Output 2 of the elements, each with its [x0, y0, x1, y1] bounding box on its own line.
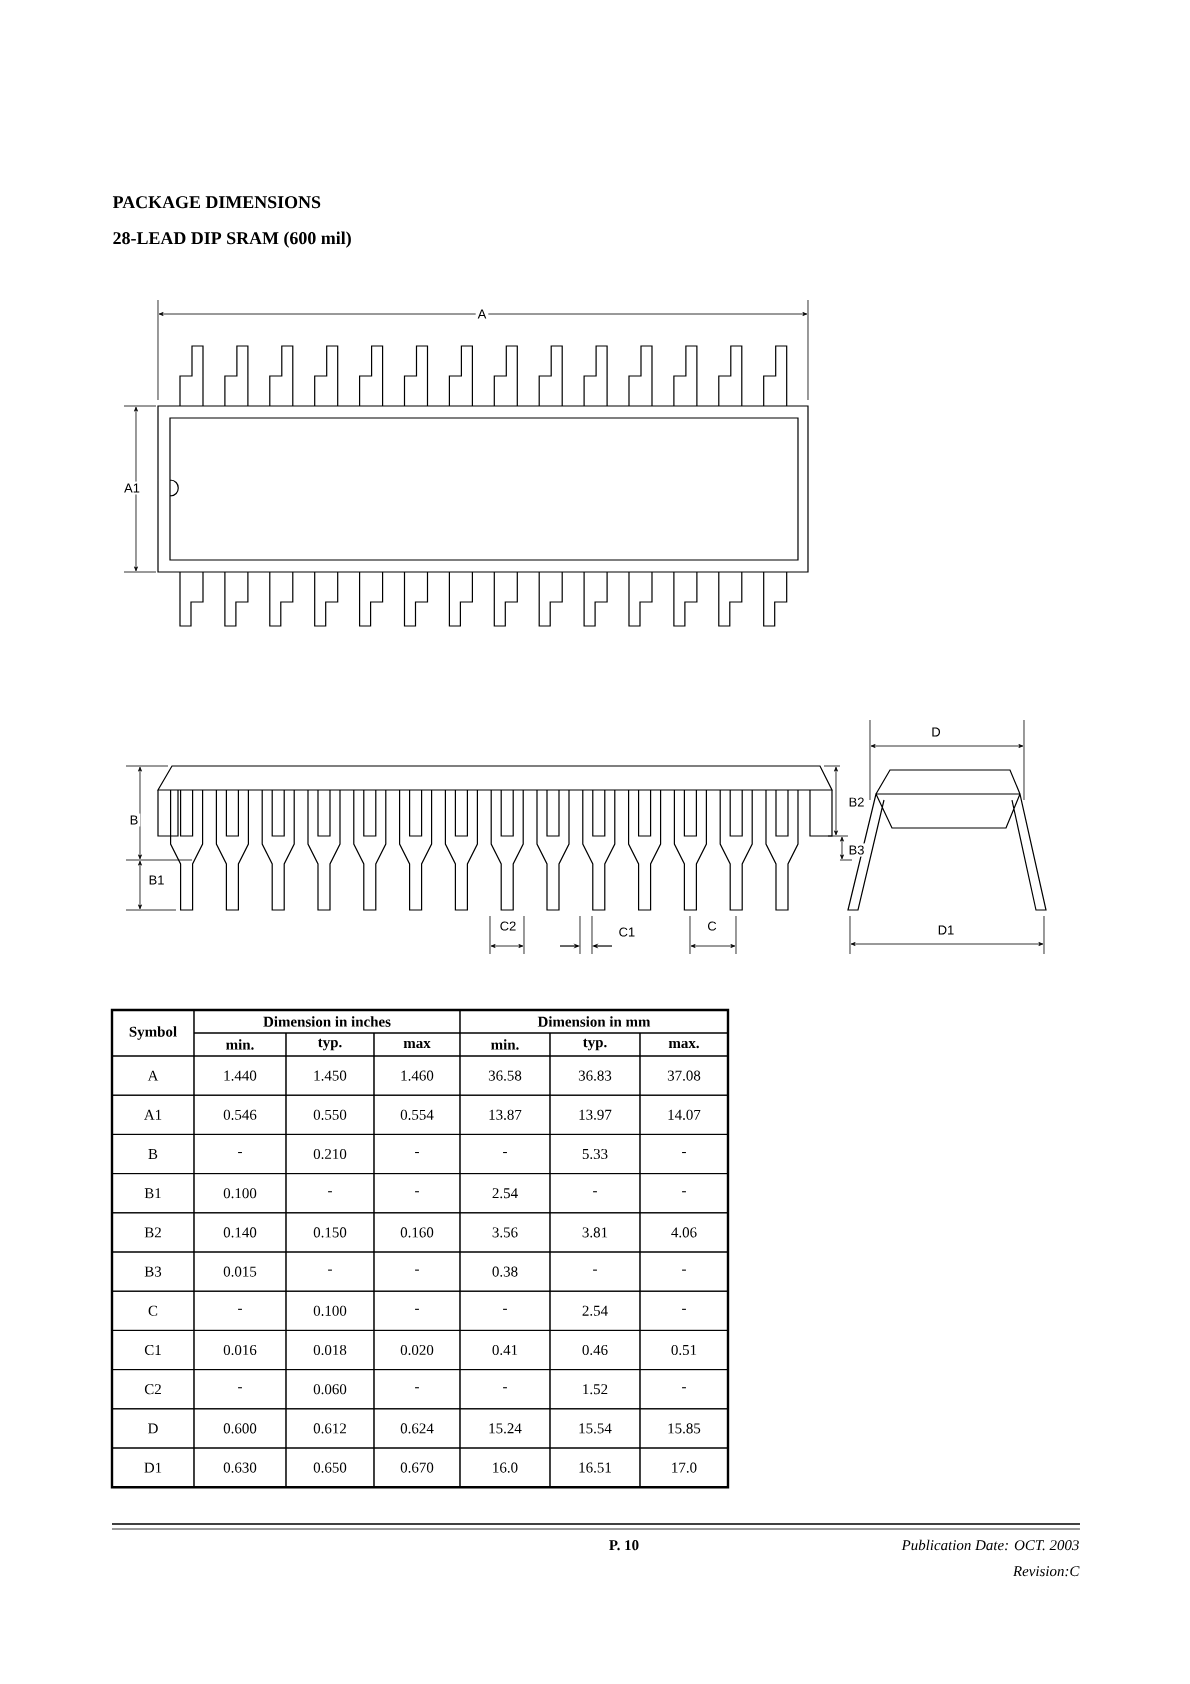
page-subtitle: 28-LEAD DIP SRAM (600 mil) [113, 231, 351, 248]
page-title: PACKAGE DIMENSIONS [112, 196, 321, 209]
